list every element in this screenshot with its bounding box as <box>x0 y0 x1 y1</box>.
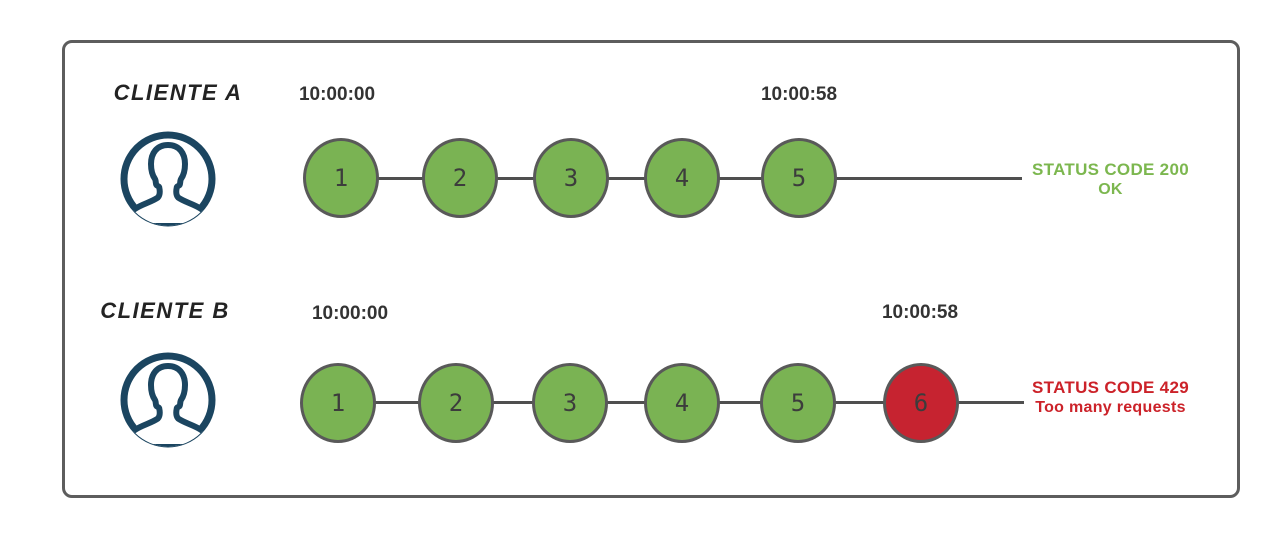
status-text-ok: STATUS CODE 200 OK <box>1023 160 1198 200</box>
request-circle-blocked: 6 <box>883 363 959 443</box>
request-number: 6 <box>913 389 929 417</box>
end-timestamp: 10:00:58 <box>760 84 838 105</box>
request-circle: 4 <box>644 363 720 443</box>
request-circle: 4 <box>644 138 720 218</box>
request-number: 4 <box>674 389 690 417</box>
request-number: 1 <box>330 389 346 417</box>
status-text-error: STATUS CODE 429 Too many requests <box>1023 378 1198 418</box>
request-circle: 2 <box>418 363 494 443</box>
request-circle: 3 <box>532 363 608 443</box>
request-number: 4 <box>674 164 690 192</box>
start-timestamp: 10:00:00 <box>298 84 376 105</box>
request-circle: 5 <box>760 363 836 443</box>
request-number: 3 <box>562 389 578 417</box>
request-number: 1 <box>333 164 349 192</box>
request-number: 3 <box>563 164 579 192</box>
request-circle: 2 <box>422 138 498 218</box>
request-number: 5 <box>791 164 807 192</box>
request-circle: 1 <box>303 138 379 218</box>
client-b-label: CLIENTE B <box>100 298 230 323</box>
user-avatar-icon <box>118 350 218 450</box>
client-a-label: CLIENTE A <box>113 80 243 105</box>
request-circle: 1 <box>300 363 376 443</box>
diagram-frame <box>62 40 1240 498</box>
request-number: 5 <box>790 389 806 417</box>
status-code-line: STATUS CODE 429 <box>1032 378 1189 397</box>
request-number: 2 <box>448 389 464 417</box>
request-circle: 5 <box>761 138 837 218</box>
request-number: 2 <box>452 164 468 192</box>
status-code-line: STATUS CODE 200 <box>1032 160 1189 179</box>
status-message-line: Too many requests <box>1035 399 1186 416</box>
status-message-line: OK <box>1098 181 1123 198</box>
start-timestamp: 10:00:00 <box>311 303 389 324</box>
end-timestamp: 10:00:58 <box>881 302 959 323</box>
request-circle: 3 <box>533 138 609 218</box>
user-avatar-icon <box>118 129 218 229</box>
